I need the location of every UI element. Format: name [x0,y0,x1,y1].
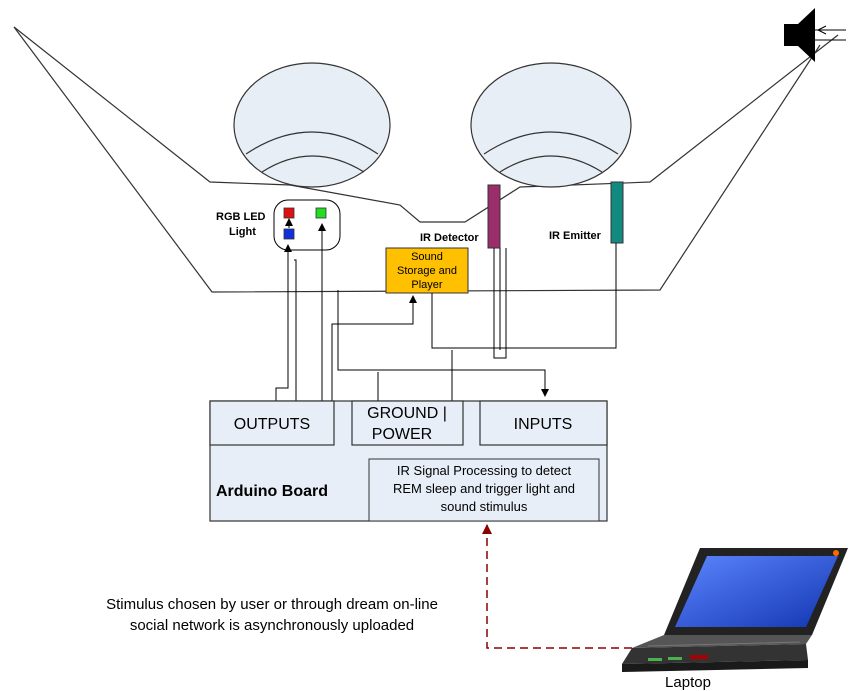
right-eye-icon [470,62,632,188]
outputs-port [209,400,335,446]
arduino-board [209,400,608,522]
sound-storage-box [385,247,469,294]
sound-label-line1: Sound [411,251,443,263]
ir-emitter [610,181,624,244]
inputs-label: INPUTS [514,416,573,433]
wiring [275,218,617,401]
ir-emitter-label: IR Emitter [549,230,602,242]
outputs-label: OUTPUTS [234,416,310,433]
ground-label-line2: POWER [372,426,432,443]
ground-label-line1: GROUND | [367,405,447,422]
arduino-board-label: Arduino Board [216,483,328,500]
inputs-port [479,400,608,446]
sound-label-line2: Storage and [397,265,457,277]
rgb-led-label-line2: Light [229,226,256,238]
ir-detector-label: IR Detector [420,232,479,244]
processing-line2: REM sleep and trigger light and [393,481,575,496]
rgb-led-label-line1: RGB LED [216,211,266,223]
led-green-icon [315,207,327,219]
processing-box [368,458,600,522]
upload-note-line1: Stimulus chosen by user or through dream… [106,596,438,613]
left-eye-icon [233,62,391,188]
processing-line1: IR Signal Processing to detect [397,463,572,478]
speaker-icon [784,8,846,62]
ground-power-port [351,400,464,446]
led-red-icon [283,207,295,219]
laptop-icon [622,548,848,672]
rgb-led-light [273,199,341,251]
laptop-label: Laptop [665,674,711,691]
processing-line3: sound stimulus [441,499,528,514]
upload-note-line2: social network is asynchronously uploade… [130,617,414,634]
sound-label-line3: Player [411,279,443,291]
ir-detector [487,184,501,249]
led-blue-icon [283,228,295,240]
upload-arrow [482,524,632,649]
